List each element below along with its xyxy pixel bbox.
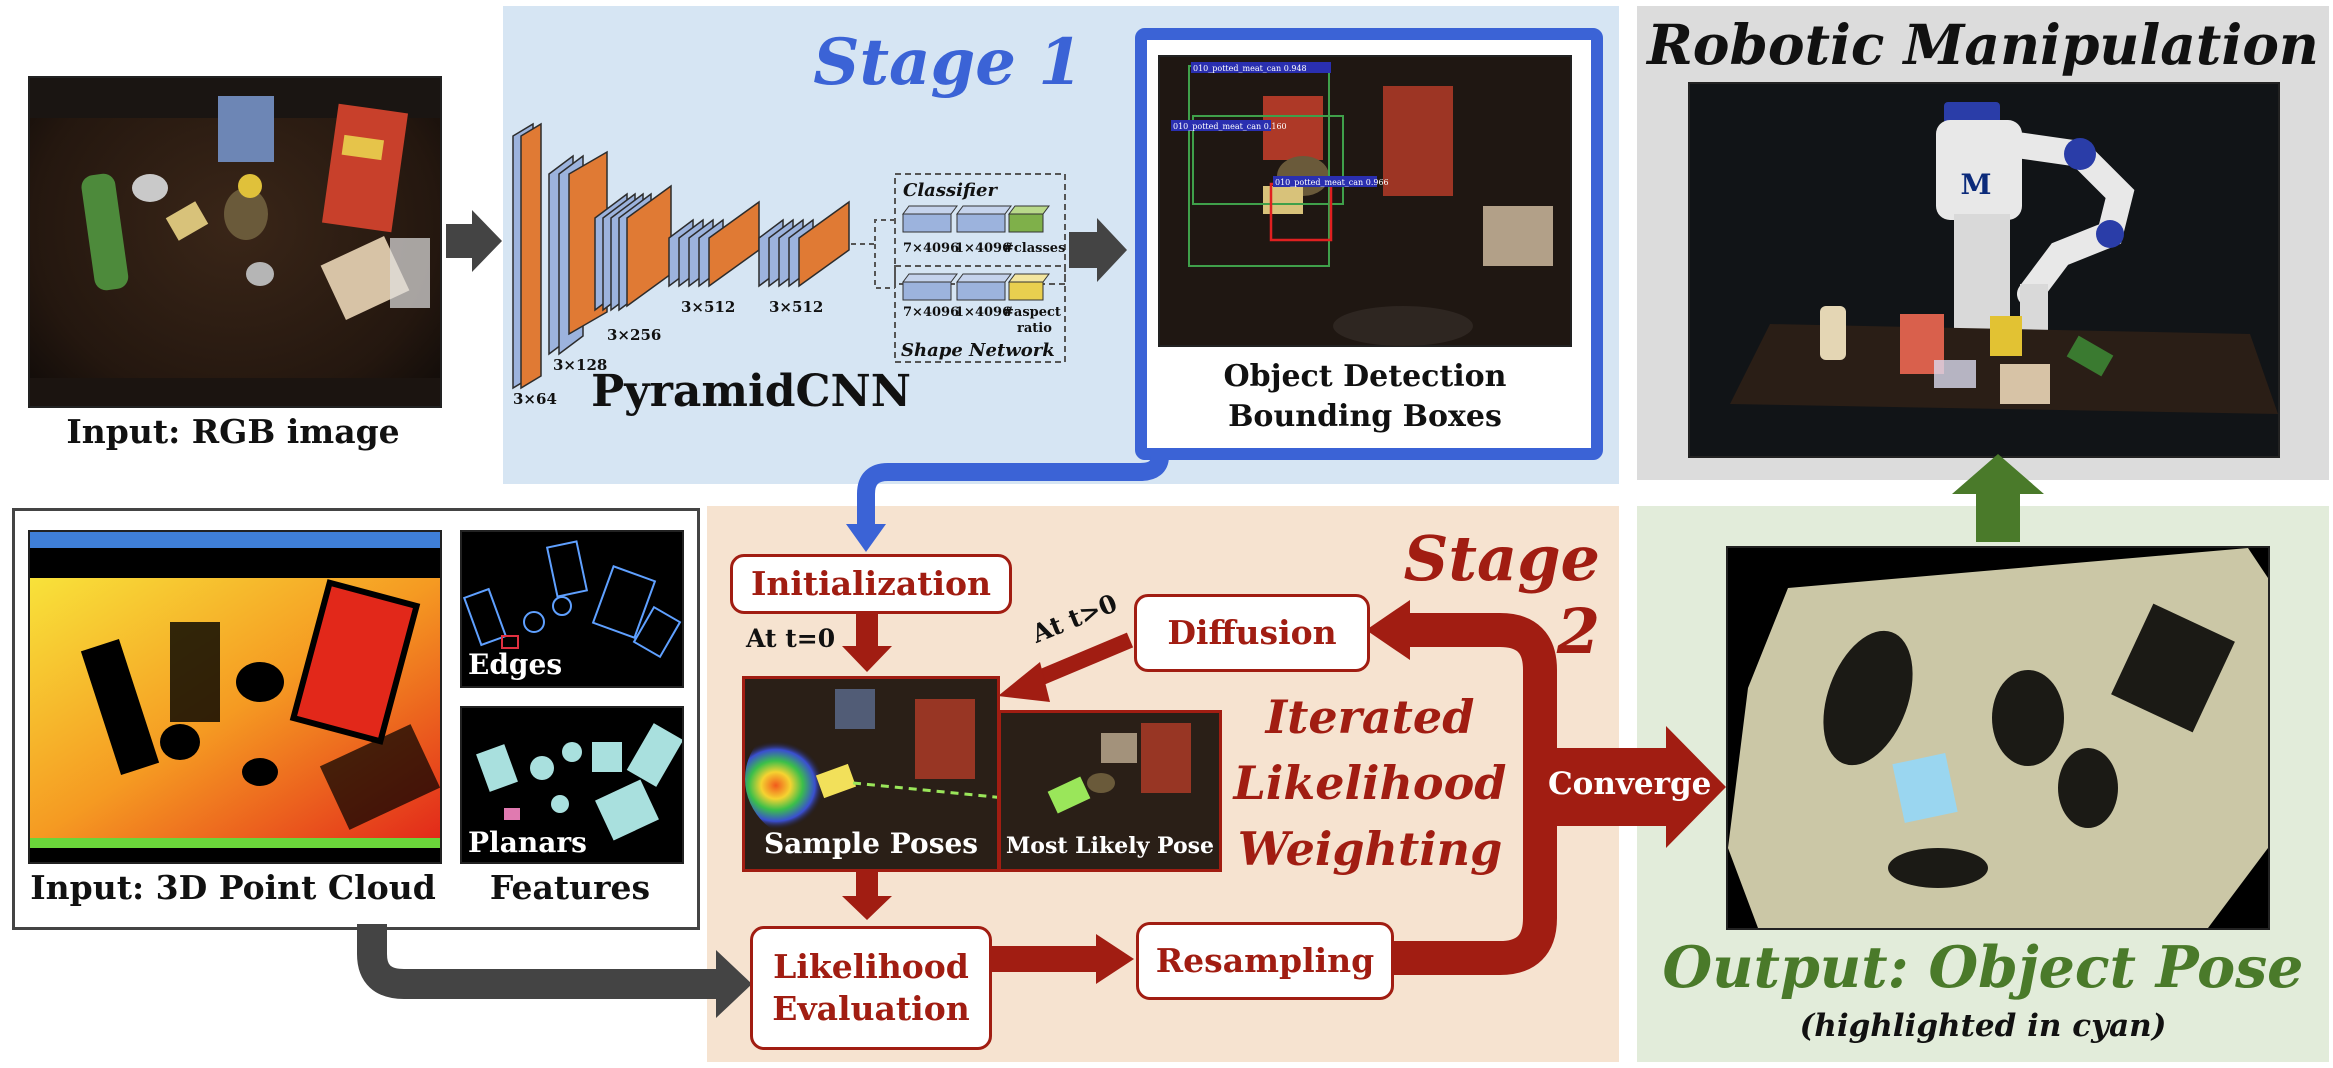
most-likely-pose-image: Most Likely Pose <box>998 710 1222 872</box>
output-to-robot-arrow <box>1952 454 2044 542</box>
highlighted-object <box>1892 753 1958 823</box>
stage1-title: Stage 1 <box>813 25 1083 100</box>
classifier-dim-2: 1×4096 <box>955 241 1011 256</box>
likelihood-line-1: Likelihood <box>773 947 969 986</box>
rgb-scene-objects <box>30 78 440 406</box>
layer-dim-2: 3×128 <box>553 356 607 374</box>
features-label: Features <box>489 868 651 907</box>
iterated-line-2: Likelihood <box>1233 756 1507 810</box>
detection-to-init-arrow <box>857 448 1169 526</box>
initialization-box: Initialization <box>730 554 1012 614</box>
depth-map <box>30 532 440 848</box>
cnn-to-heads-connector <box>851 219 895 289</box>
converge-arrow <box>1540 748 1670 826</box>
iterated-line-1: Iterated <box>1265 690 1475 744</box>
stage2-title: Stage 2 <box>1403 522 1600 668</box>
detection-label-2: Bounding Boxes <box>1228 399 1502 434</box>
output-pose-image <box>1726 546 2270 930</box>
classifier-title: Classifier <box>903 180 998 201</box>
diffusion-box: Diffusion <box>1134 594 1370 672</box>
detection-label-1: Object Detection <box>1223 359 1506 394</box>
layer-dim-3: 3×256 <box>607 326 661 344</box>
rgb-to-cnn-arrow <box>446 210 502 272</box>
shape-dim-1: 7×4096 <box>903 305 959 320</box>
edges-image: Edges <box>460 530 684 688</box>
rgb-input-image <box>28 76 442 408</box>
likelihood-line-2: Evaluation <box>772 989 970 1028</box>
cnn-layer-5 <box>758 200 850 288</box>
most-likely-scene <box>1001 713 1219 869</box>
output-title: Output: Object Pose <box>1662 934 2304 1001</box>
shape-network-box: 7×4096 1×4096 #aspect ratio Shape Networ… <box>894 265 1066 363</box>
output-subtitle: (highlighted in cyan) <box>1799 1008 2167 1044</box>
most-likely-pose-label: Most Likely Pose <box>1005 833 1215 859</box>
planars-image: Planars <box>460 706 684 864</box>
bbox-text-1: 010_potted_meat_can 0.948 <box>1193 64 1307 73</box>
classifier-dim-1: 7×4096 <box>903 241 959 256</box>
robot-scene: M <box>1690 84 2278 456</box>
bbox-text-3: 010_potted_meat_can 0.966 <box>1275 178 1389 187</box>
pyramid-cnn-layers <box>512 122 850 390</box>
pointcloud-to-likelihood-arrow <box>357 924 720 999</box>
planars-label: Planars <box>468 826 587 859</box>
sample-to-likelihood-arrow <box>856 870 878 900</box>
cnn-layer-3 <box>594 184 672 312</box>
shape-network-title: Shape Network <box>901 340 1055 361</box>
layer-dim-4: 3×512 <box>681 298 735 316</box>
bbox-text-2: 010_potted_meat_can 0.160 <box>1173 122 1287 131</box>
sample-poses-image: Sample Poses <box>742 676 1000 872</box>
resampling-box: Resampling <box>1136 922 1394 1000</box>
robot-photo: M <box>1688 82 2280 458</box>
output-point-cloud <box>1728 548 2268 928</box>
sample-poses-label: Sample Poses <box>763 827 979 860</box>
detection-image <box>1158 55 1572 347</box>
edges-drawing <box>462 540 682 659</box>
robotic-title: Robotic Manipulation <box>1647 12 2319 77</box>
layer-dim-5: 3×512 <box>769 298 823 316</box>
point-cloud-image <box>28 530 442 864</box>
iterated-line-3: Weighting <box>1237 822 1503 876</box>
bbox-2 <box>1192 115 1344 205</box>
edges-label: Edges <box>468 648 563 681</box>
shape-dim-4: ratio <box>1017 321 1052 336</box>
classifier-box: Classifier 7×4096 1×4096 #classes <box>894 173 1066 285</box>
layer-dim-1: 3×64 <box>513 390 557 408</box>
heads-to-detection-arrow <box>1069 218 1127 282</box>
stage1-diagram: Stage 1 <box>512 25 1603 460</box>
point-cloud-label: Input: 3D Point Cloud <box>30 868 436 907</box>
cnn-layer-4 <box>668 200 760 288</box>
at-t0-label: At t=0 <box>746 624 836 653</box>
init-to-sample-arrow <box>856 612 878 648</box>
planars-drawing <box>476 723 682 841</box>
likelihood-to-resampling-arrow <box>990 946 1100 972</box>
rgb-input-label: Input: RGB image <box>66 412 400 451</box>
shape-dim-2: 1×4096 <box>955 305 1011 320</box>
diffusion-to-sample-arrow <box>1026 632 1134 690</box>
robot-badge: M <box>1961 168 1992 201</box>
pyramidcnn-label: PyramidCNN <box>591 366 911 417</box>
converge-label: Converge <box>1548 766 1712 802</box>
sample-heatmap <box>745 679 997 869</box>
likelihood-box: Likelihood Evaluation <box>750 926 992 1050</box>
shape-dim-3: #aspect <box>1003 305 1061 320</box>
cnn-layer-1 <box>512 122 542 390</box>
classifier-dim-3: #classes <box>1003 241 1065 256</box>
